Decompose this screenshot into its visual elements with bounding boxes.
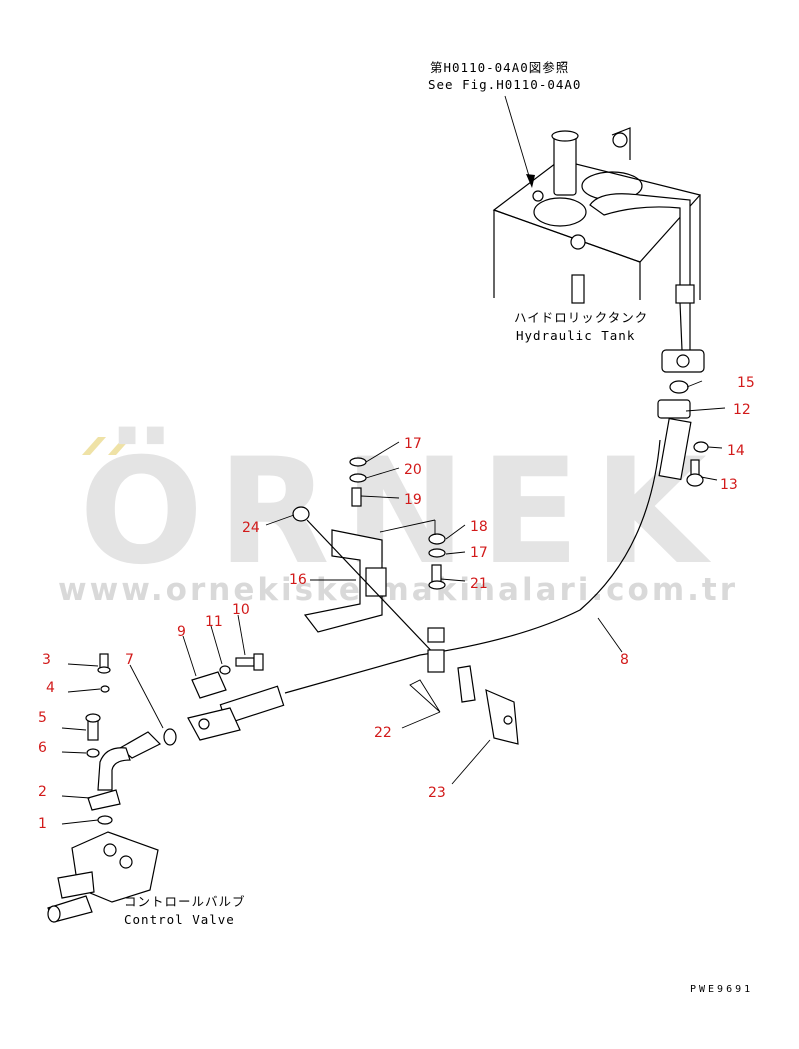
callout-part-19: 19 — [404, 492, 422, 508]
reference-note-jp: 第H0110-04A0図参照 — [430, 60, 569, 75]
callout-part-17: 17 — [404, 436, 422, 452]
callout-part-11: 11 — [205, 614, 223, 630]
watermark: ÖRNEK www.ornekiskelmakinalari.com.tr — [58, 426, 738, 608]
drawing-code: PWE9691 — [690, 984, 753, 995]
callout-part-17b: 17 — [470, 545, 488, 561]
reference-note-en: See Fig.H0110-04A0 — [428, 77, 581, 92]
callout-part-14: 14 — [727, 443, 745, 459]
part-4-o-ring — [100, 685, 110, 693]
callout-part-7: 7 — [125, 652, 134, 668]
part-9-clamp — [191, 671, 227, 699]
part-2-elbow — [87, 731, 162, 811]
hose-assembly — [187, 399, 692, 741]
part-7-o-ring — [163, 728, 177, 746]
callout-part-8: 8 — [620, 652, 629, 668]
tank-label-en: Hydraulic Tank — [516, 328, 635, 343]
part-11-washer — [219, 665, 231, 675]
part-5-bolt — [85, 713, 101, 741]
part-24-bolt — [292, 506, 441, 661]
callout-part-5: 5 — [38, 710, 47, 726]
part-19-spacer — [351, 487, 362, 507]
callout-part-4: 4 — [46, 680, 55, 696]
valve-label-jp: コントロールバルブ — [124, 894, 246, 909]
callout-part-15: 15 — [737, 375, 755, 391]
part-15-o-ring — [669, 380, 689, 394]
part-18-washer — [428, 533, 446, 545]
callout-part-20: 20 — [404, 462, 422, 478]
reference-leader — [504, 95, 533, 187]
callout-part-12: 12 — [733, 402, 751, 418]
watermark-accent-mark — [82, 437, 106, 455]
watermark-accent-mark — [108, 437, 132, 455]
leader-lines — [61, 380, 726, 825]
part-10-bolt — [235, 653, 264, 671]
part-23-clamp-bracket — [457, 665, 519, 745]
tank-label-jp: ハイドロリックタンク — [514, 310, 648, 325]
part-6-washer — [86, 748, 100, 758]
callout-part-23: 23 — [428, 785, 446, 801]
callout-part-13: 13 — [720, 477, 738, 493]
callout-part-10: 10 — [232, 602, 250, 618]
watermark-brand: ÖRNEK — [79, 426, 721, 597]
callout-part-22: 22 — [374, 725, 392, 741]
callout-part-18: 18 — [470, 519, 488, 535]
callout-part-3: 3 — [42, 652, 51, 668]
part-17b-washer — [428, 548, 446, 558]
hydraulic-tank — [492, 127, 705, 373]
part-20-washer — [349, 473, 367, 483]
reference-arrowhead — [526, 174, 535, 188]
callout-part-21: 21 — [470, 576, 488, 592]
callout-part-1: 1 — [38, 816, 47, 832]
callout-part-6: 6 — [38, 740, 47, 756]
watermark-url: www.ornekiskelmakinalari.com.tr — [58, 572, 738, 608]
callout-part-24: 24 — [242, 520, 260, 536]
control-valve — [47, 831, 159, 923]
callouts: 1 2 3 4 5 6 7 8 9 10 11 12 13 14 15 16 1… — [38, 375, 755, 832]
callout-part-9: 9 — [177, 624, 186, 640]
part-17-washer — [349, 457, 367, 467]
callout-part-16: 16 — [289, 572, 307, 588]
part-22-clamp — [427, 627, 445, 673]
part-14-washer — [693, 441, 709, 453]
part-3-plug — [97, 653, 111, 674]
part-1-o-ring — [97, 815, 113, 825]
valve-label-en: Control Valve — [124, 912, 235, 927]
callout-part-2: 2 — [38, 784, 47, 800]
